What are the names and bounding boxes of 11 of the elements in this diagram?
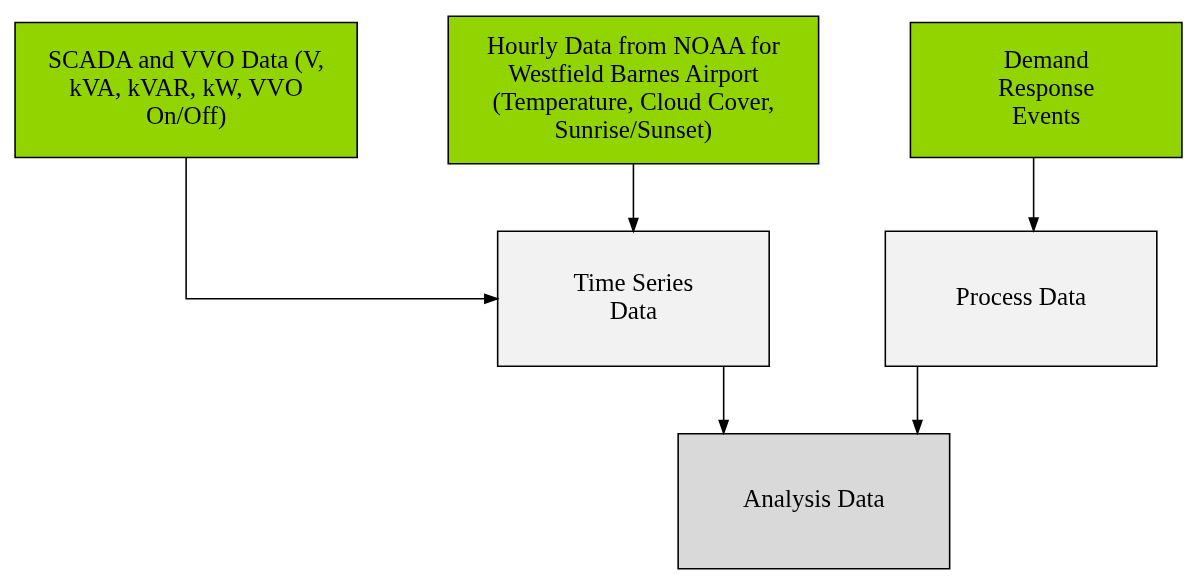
arrow — [718, 365, 730, 436]
node-box: Hourly Data from NOAA for Westfield Barnes Airport (Temperature, Cloud Cover, Sunrise/Sunset) — [447, 15, 820, 165]
arrow — [185, 157, 500, 305]
node-box: Demand Response Events — [909, 21, 1183, 159]
arrow — [1028, 157, 1040, 233]
arrow — [627, 163, 639, 234]
node-box: Analysis Data — [677, 432, 951, 570]
arrow — [912, 365, 923, 436]
node-box: SCADA and VVO Data (V, kVA, kVAR, kW, VVO On/Off) — [14, 21, 358, 159]
node-box: Process Data — [884, 230, 1158, 368]
node-box: Time Series Data — [496, 230, 770, 368]
